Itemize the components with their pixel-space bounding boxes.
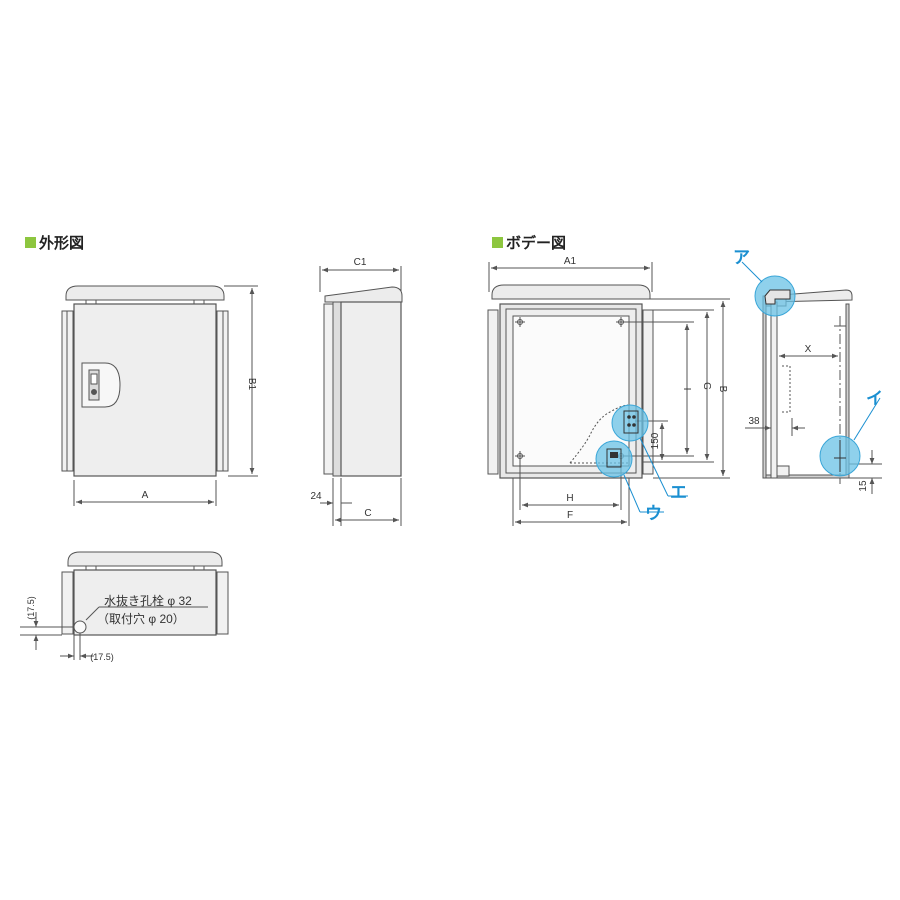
outline-side-view (319, 266, 403, 526)
door-handle (81, 362, 121, 408)
label-150: 150 (650, 432, 661, 449)
side-section-wall (762, 295, 767, 479)
label-h: H (566, 493, 573, 504)
drain-leader (85, 606, 100, 621)
leader-i (853, 397, 881, 441)
outline-section-label: 外形図 (39, 234, 85, 252)
section-marker-icon (492, 237, 503, 248)
section-marker-icon (25, 237, 36, 248)
outline-section-title: 外形図 (25, 232, 84, 253)
label-a1: A1 (564, 256, 577, 267)
highlight-e (611, 404, 649, 442)
side-body (332, 301, 342, 477)
label-offset-vertical: (17.5) (26, 596, 36, 620)
bottom-right-bracket (216, 571, 229, 635)
label-g: G (701, 382, 712, 390)
body-section-label: ボデー図 (506, 234, 567, 252)
label-24: 24 (310, 491, 322, 502)
bottom-body (73, 569, 217, 636)
label-38: 38 (748, 416, 760, 427)
callout-u: ウ (645, 504, 662, 523)
drain-hole-icon (73, 620, 87, 634)
handle-lock-icon (88, 369, 100, 401)
side-roof (324, 286, 403, 303)
label-a: A (142, 490, 149, 501)
leader-e (639, 437, 669, 497)
hole-note-line2: （取付穴 φ 20） (97, 611, 185, 626)
label-f: F (567, 510, 573, 521)
body-left-bracket (487, 309, 499, 475)
label-i-dim: I (681, 388, 692, 391)
callout-a: ア (733, 248, 750, 267)
label-b: B (717, 386, 728, 393)
label-x: X (805, 344, 812, 355)
outline-front-view (61, 285, 258, 506)
label-c: C (364, 508, 371, 519)
label-c1: C1 (354, 257, 367, 268)
top-rail (65, 285, 225, 301)
label-offset-horizontal: (17.5) (90, 652, 114, 662)
leader-a (741, 261, 763, 283)
side-bracket (323, 303, 334, 475)
body-front-view (487, 262, 730, 526)
callout-i: イ (866, 389, 883, 408)
body-top-rail (491, 284, 651, 300)
label-b1: B1 (246, 378, 257, 391)
leader-u (623, 474, 641, 513)
body-side-view (741, 261, 882, 494)
mount-plate (512, 315, 630, 467)
outline-bottom-view (20, 551, 229, 660)
body-section-title: ボデー図 (492, 232, 566, 253)
bottom-rail (67, 551, 223, 567)
hole-note-line1: 水抜き孔栓 φ 32 (104, 593, 192, 608)
cutaway-edge (569, 404, 629, 464)
label-15: 15 (858, 480, 869, 492)
highlight-u (595, 440, 633, 478)
callout-e: エ (670, 483, 687, 502)
bottom-left-bracket (61, 571, 74, 635)
